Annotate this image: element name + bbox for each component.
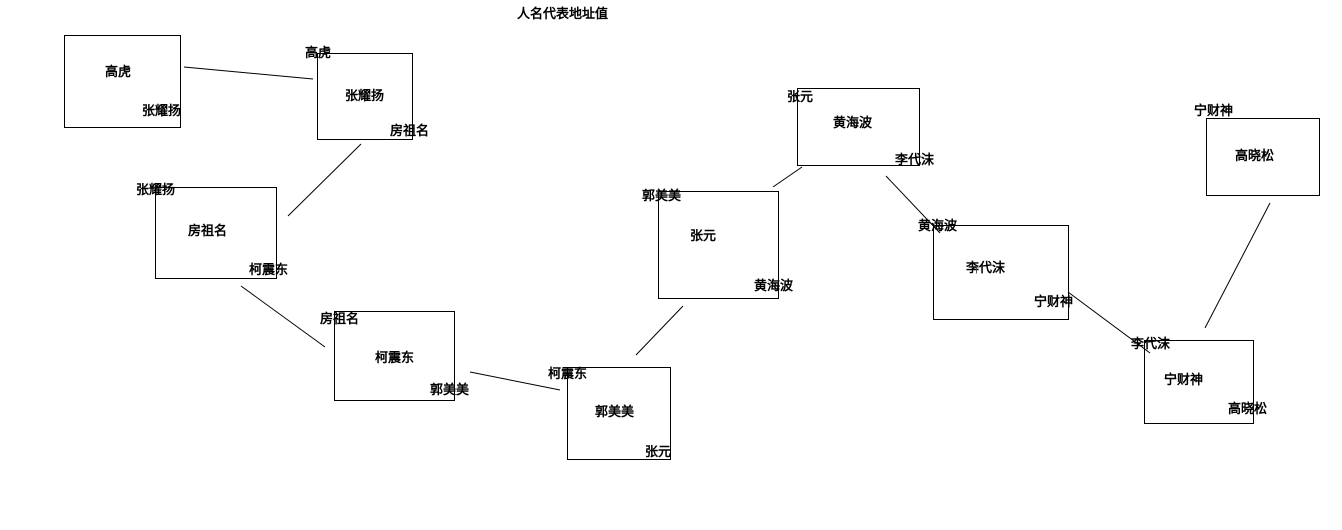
node-prev-label: 宁财神 (1194, 104, 1234, 119)
node-next-label: 房祖名 (390, 124, 430, 139)
node-prev-label: 柯震东 (548, 367, 588, 382)
node-next-label: 宁财神 (1034, 295, 1074, 310)
node-name: 高晓松 (1235, 149, 1275, 164)
node-name: 李代沫 (966, 261, 1006, 276)
node-prev-label: 张元 (787, 90, 814, 105)
node-name: 房祖名 (188, 224, 228, 239)
edge-7 (1067, 291, 1151, 354)
node-box (155, 187, 277, 279)
edge-0 (183, 66, 314, 80)
node-next-label: 高晓松 (1228, 402, 1268, 417)
node-prev-label: 房祖名 (320, 312, 360, 327)
node-name: 宁财神 (1164, 373, 1204, 388)
edge-5 (772, 166, 803, 188)
edge-4 (635, 305, 684, 356)
node-box (1144, 340, 1254, 424)
page-title: 人名代表地址值 (517, 7, 609, 22)
node-prev-label: 郭美美 (642, 189, 682, 204)
node-box (334, 311, 455, 401)
node-prev-label: 张耀扬 (136, 183, 176, 198)
node-name: 张耀扬 (345, 89, 385, 104)
node-box (64, 35, 181, 128)
node-name: 张元 (690, 229, 717, 244)
edge-2 (240, 285, 326, 348)
node-box (797, 88, 920, 166)
node-next-label: 李代沫 (895, 153, 935, 168)
node-name: 柯震东 (375, 351, 415, 366)
text-cursor-icon: † (974, 265, 979, 276)
edge-1 (287, 143, 362, 217)
edge-6 (885, 175, 941, 234)
node-name: 黄海波 (833, 116, 873, 131)
node-name: 高虎 (105, 65, 132, 80)
node-box (933, 225, 1069, 320)
node-next-label: 柯震东 (249, 263, 289, 278)
node-next-label: 黄海波 (754, 279, 794, 294)
node-next-label: 张耀扬 (142, 104, 182, 119)
node-box (658, 191, 779, 299)
edge-3 (469, 371, 561, 391)
node-next-label: 张元 (645, 445, 672, 460)
node-prev-label: 李代沫 (1131, 337, 1171, 352)
node-prev-label: 高虎 (305, 46, 332, 61)
node-prev-label: 黄海波 (918, 219, 958, 234)
node-box (567, 367, 671, 460)
node-box (317, 53, 413, 140)
node-box (1206, 118, 1320, 196)
edge-8 (1204, 202, 1271, 329)
node-next-label: 郭美美 (430, 383, 470, 398)
node-name: 郭美美 (595, 405, 635, 420)
